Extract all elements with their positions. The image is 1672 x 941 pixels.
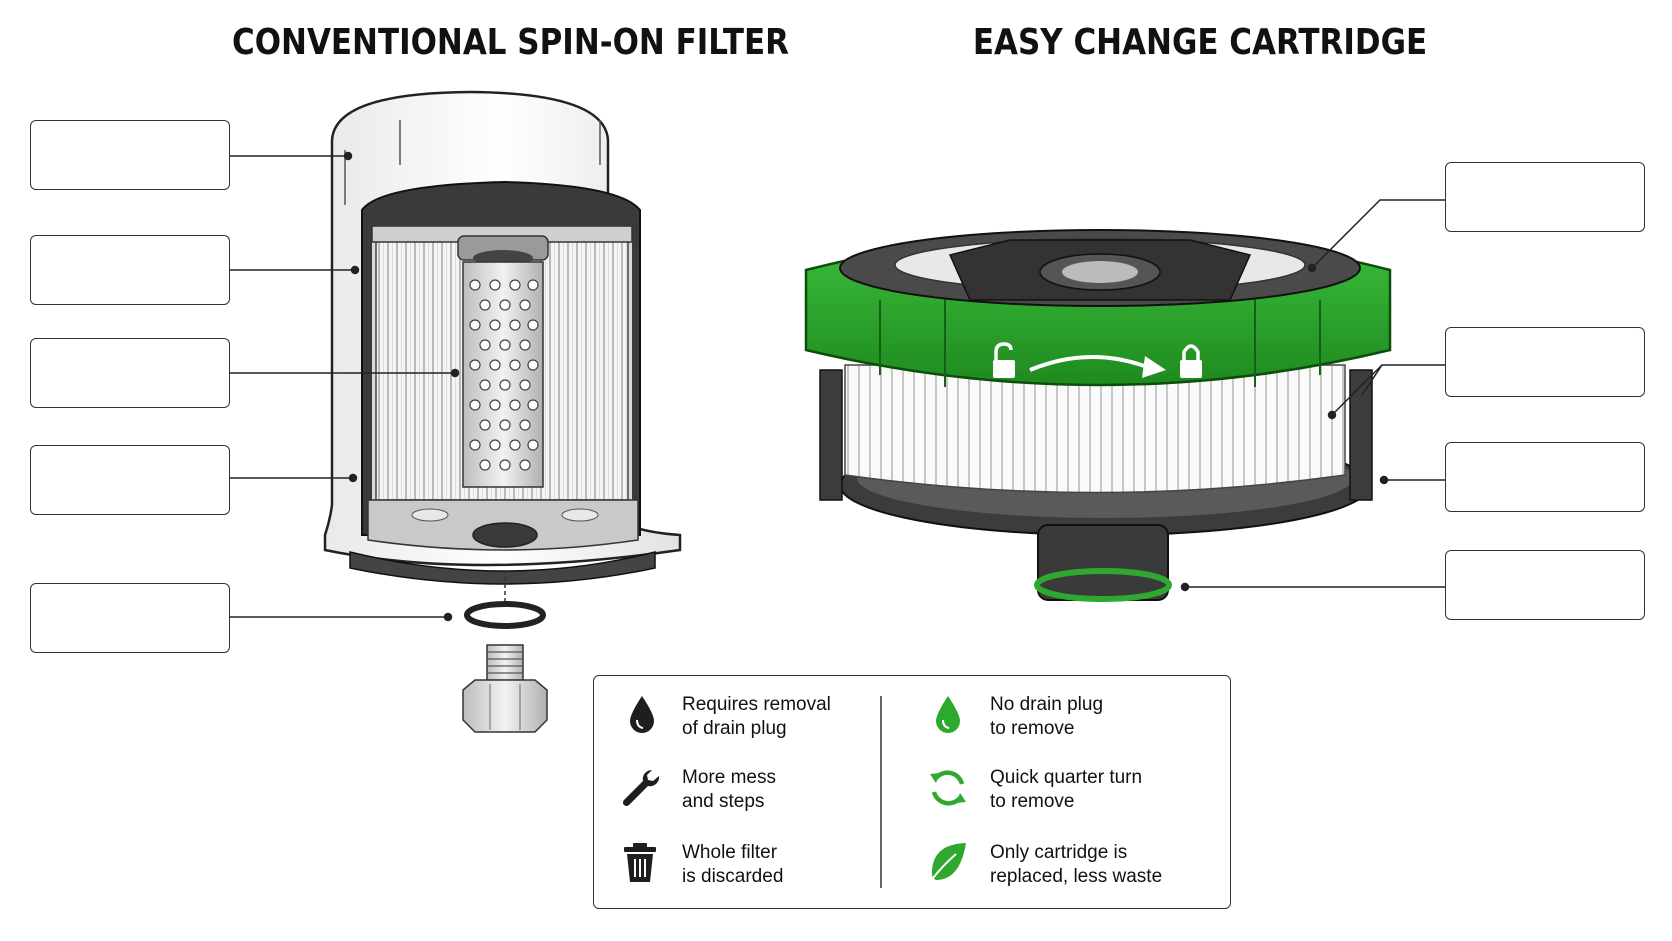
- cartridge-filter-drawing: [804, 229, 1392, 602]
- leaf-icon: [929, 843, 966, 883]
- right-leader-lines: [1180, 199, 1445, 592]
- callout-box-gasket: [30, 583, 230, 653]
- comparison-legend: Requires removal of drain plug More mess…: [593, 675, 1231, 909]
- spin-on-filter-drawing: [323, 90, 682, 733]
- callout-box-center-tube: [30, 338, 230, 408]
- legend-item-no-drain-plug: No drain plug to remove: [990, 694, 1104, 739]
- legend-item-drain-plug: Requires removal of drain plug: [682, 694, 831, 739]
- cartridge-filter-title: EASY CHANGE CARTRIDGE: [972, 22, 1428, 63]
- callout-box-housing: [30, 120, 230, 190]
- legend-item-mess: More mess and steps: [682, 767, 776, 812]
- callout-box-filter-media: [30, 235, 230, 305]
- legend-item-quarter-turn: Quick quarter turn to remove: [990, 767, 1143, 812]
- callout-box-cartridge-frame: [1445, 442, 1645, 512]
- callout-box-cartridge-outlet: [1445, 550, 1645, 620]
- legend-divider: [880, 696, 882, 888]
- rotate-arrows-icon: [930, 770, 966, 806]
- water-drop-icon: [630, 696, 654, 733]
- unlock-icon: [993, 342, 1015, 378]
- trash-can-icon: [624, 843, 656, 882]
- left-leader-lines: [230, 151, 460, 622]
- legend-item-less-waste: Only cartridge is replaced, less waste: [990, 842, 1163, 887]
- legend-item-discarded: Whole filter is discarded: [682, 842, 784, 887]
- callout-box-canister-wall: [30, 445, 230, 515]
- conventional-filter-title: CONVENTIONAL SPIN-ON FILTER: [232, 22, 789, 63]
- callout-box-cartridge-media: [1445, 327, 1645, 397]
- callout-box-cartridge-top: [1445, 162, 1645, 232]
- green-water-drop-icon: [936, 696, 960, 733]
- wrench-icon: [622, 769, 660, 807]
- lock-icon: [1180, 344, 1202, 378]
